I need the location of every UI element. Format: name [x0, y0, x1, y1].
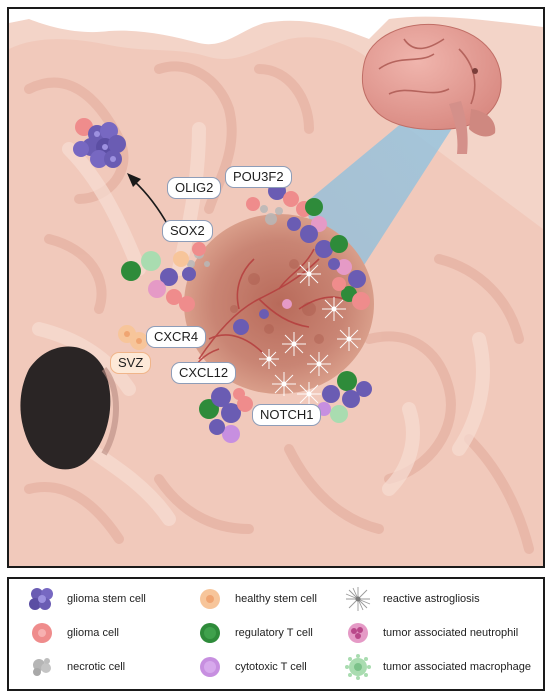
legend-item-tumor-associated-macrophage: tumor associated macrophage: [343, 653, 531, 681]
cxcl12-label: CXCL12: [171, 362, 237, 384]
legend-label-tumor-associated-neutrophil: tumor associated neutrophil: [383, 627, 519, 639]
glioma-stem-cell-cluster-migrated: [73, 118, 126, 168]
cxcr4-label: CXCR4: [146, 326, 207, 348]
legend-item-tumor-associated-neutrophil: tumor associated neutrophil: [343, 619, 518, 647]
legend-label-necrotic-cell: necrotic cell: [67, 661, 126, 673]
legend-label-healthy-stem-cell: healthy stem cell: [235, 593, 317, 605]
olig2-label: OLIG2: [167, 177, 222, 199]
legend-item-healthy-stem-cell: healthy stem cell: [195, 585, 317, 613]
legend-label-tumor-associated-macrophage: tumor associated macrophage: [383, 661, 531, 673]
sox2-label: SOX2: [162, 220, 213, 242]
cytotoxic-t-cell-icon: [200, 657, 220, 677]
legend-item-glioma-stem-cell: glioma stem cell: [27, 585, 146, 613]
tumor-vasculature: [188, 248, 345, 380]
legend-label-glioma-cell: glioma cell: [67, 627, 119, 639]
tumor-mass: [184, 214, 374, 394]
legend-item-glioma-cell: glioma cell: [27, 619, 119, 647]
legend-item-cytotoxic-t-cell: cytotoxic T cell: [195, 653, 307, 681]
brain-illustration: [9, 9, 543, 566]
cell-cluster-right: [328, 258, 370, 310]
glioma-stem-cell-icon: [29, 588, 53, 610]
pou3f2-label: POU3F2: [225, 166, 292, 188]
healthy-stem-cell-icon: [200, 589, 220, 609]
necrotic-cell-icon: [33, 658, 51, 676]
legend-item-reactive-astrogliosis: reactive astrogliosis: [343, 585, 480, 613]
legend-panel: glioma stem cell glioma cell necrotic ce…: [7, 577, 545, 691]
cell-cluster-bottom: [199, 387, 253, 443]
glioma-cell-icon: [32, 623, 52, 643]
legend-label-glioma-stem-cell: glioma stem cell: [67, 593, 146, 605]
exterior-background: [9, 9, 543, 45]
whole-brain-inset: [361, 23, 502, 154]
svz-label: SVZ: [110, 352, 152, 374]
cell-cluster-left: [121, 242, 206, 312]
tumor-associated-macrophage-icon: [345, 654, 371, 680]
legend-label-reactive-astrogliosis: reactive astrogliosis: [383, 593, 480, 605]
legend-label-cytotoxic-t-cell: cytotoxic T cell: [235, 661, 307, 673]
legend-label-regulatory-t-cell: regulatory T cell: [235, 627, 313, 639]
regulatory-t-cell-icon: [200, 623, 220, 643]
tumor-associated-neutrophil-icon: [348, 623, 368, 643]
healthy-stem-cells-svz: [118, 325, 148, 350]
legend-item-regulatory-t-cell: regulatory T cell: [195, 619, 313, 647]
lateral-ventricle: [20, 346, 111, 470]
brain-illustration-panel: OLIG2 POU3F2 SOX2 CXCR4 SVZ CXCL12 NOTCH…: [7, 7, 545, 568]
reactive-astrogliosis-icon: [345, 587, 371, 611]
legend-item-necrotic-cell: necrotic cell: [27, 653, 125, 681]
notch1-label: NOTCH1: [252, 404, 322, 426]
